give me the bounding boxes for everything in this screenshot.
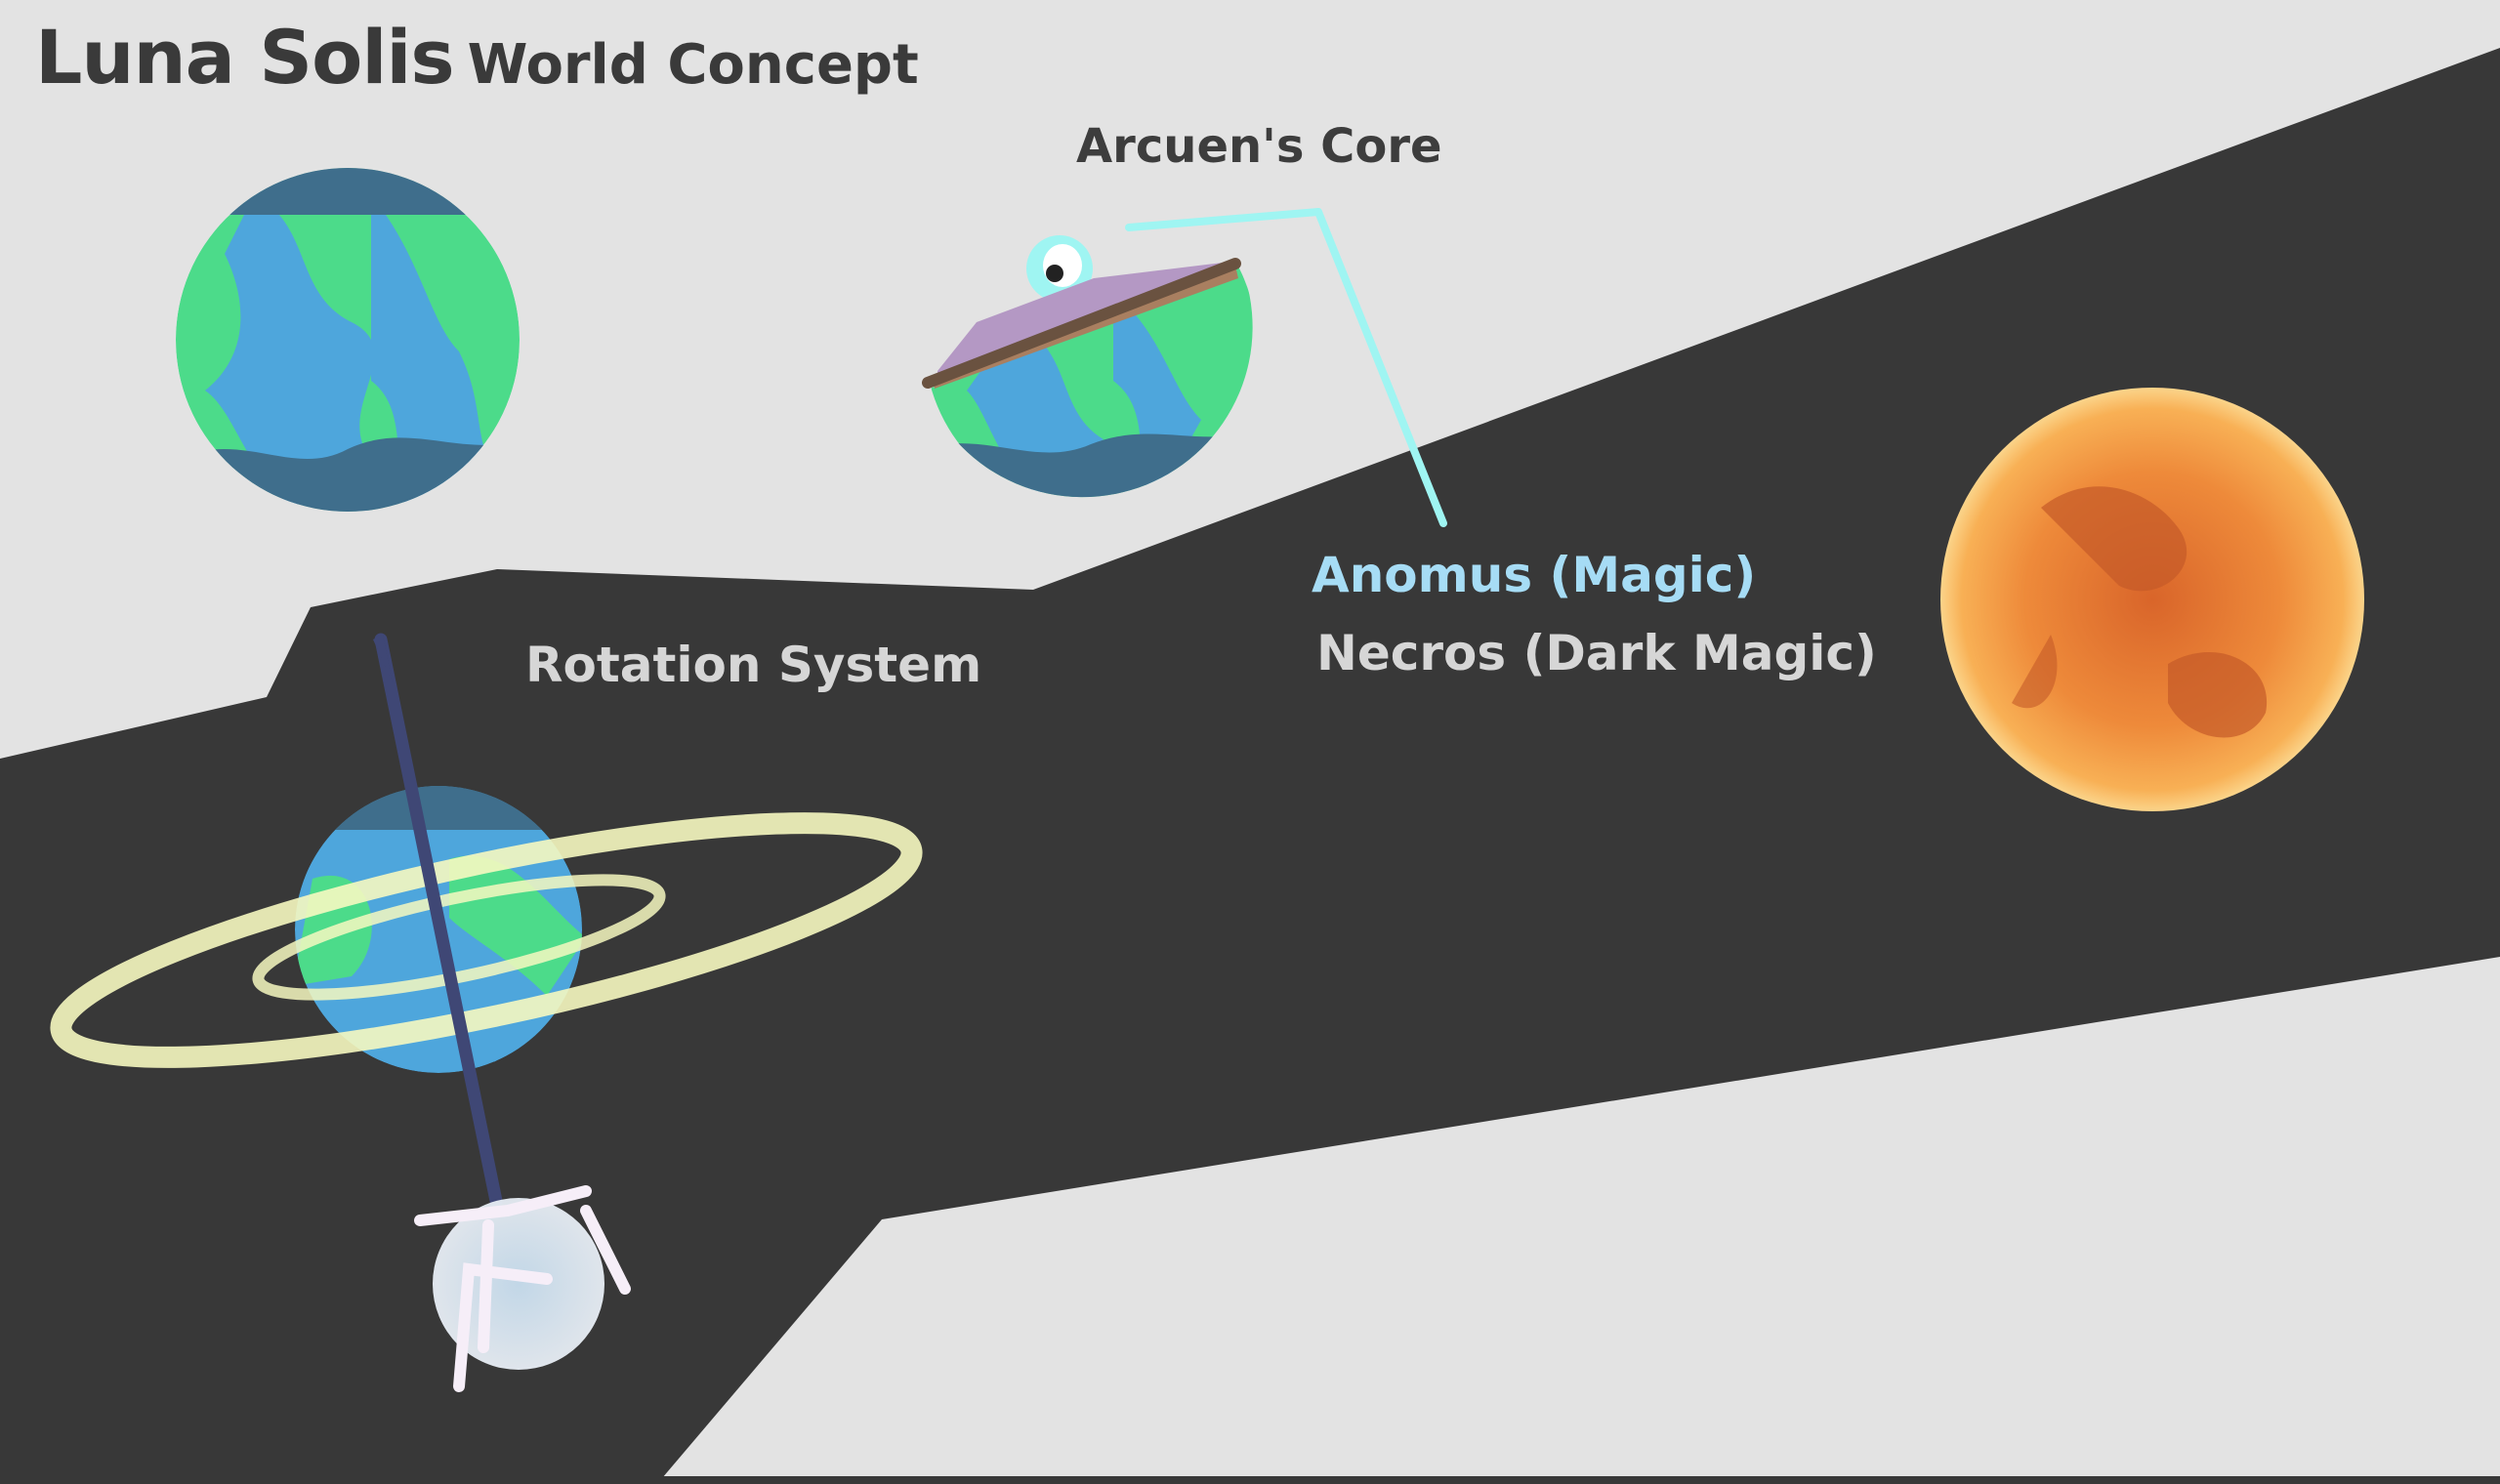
label-rotation-system: Rotation System — [525, 637, 982, 693]
label-arcuens-core: Arcuen's Core — [1076, 119, 1442, 174]
bottom-edge — [0, 1476, 2500, 1484]
ice-moon — [414, 1185, 631, 1392]
callout-line — [1125, 208, 1447, 527]
sun — [1940, 388, 2364, 811]
label-necros: Necros (Dark Magic) — [1316, 625, 1877, 681]
title-main: Luna Solis — [35, 14, 455, 101]
magic-ring — [50, 812, 923, 1068]
planet-arcuen-cutaway — [922, 235, 1253, 498]
dark-band — [0, 48, 2500, 1478]
rotation-axis — [374, 633, 503, 1208]
label-anomus: Anomus (Magic) — [1312, 547, 1757, 603]
title-sub: World Concept — [467, 33, 919, 97]
planet-earth — [176, 168, 520, 512]
